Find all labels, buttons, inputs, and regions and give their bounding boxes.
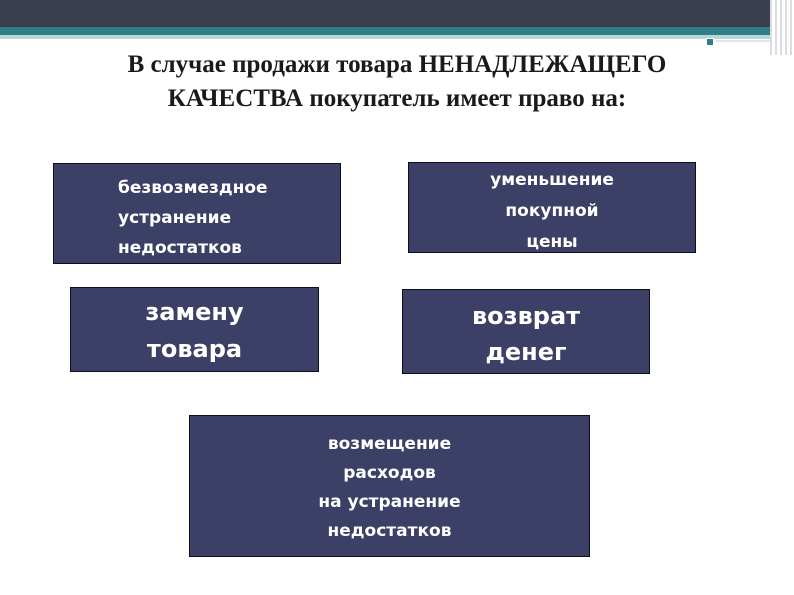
option-text-line: денег [485,338,567,366]
option-text-line: на устранение [318,492,461,512]
slide-title-line: В случае продажи товара НЕНАДЛЕЖАЩЕГО [127,51,667,78]
header-accent-stripe [0,27,794,35]
option-text-line: недостатков [327,521,452,541]
decorative-line [716,40,794,42]
slide-title-line: КАЧЕСТВА покупатель имеет право на: [167,85,627,112]
option-box-refund: возврат денег [402,289,650,374]
header-bar [0,0,794,27]
option-text-line: устранение [118,208,232,228]
option-text-line: уменьшение [490,170,614,190]
option-text-line: возмещение [327,434,452,454]
option-text-line: покупной [505,201,599,221]
option-text-line: недостатков [118,238,242,258]
option-text-line: цены [526,232,578,252]
option-text-line: возврат [471,302,581,330]
option-box-replacement: замену товара [70,287,319,372]
decorative-square [706,38,714,46]
option-text-line: безвозмездное [118,178,268,198]
option-box-free-repair: безвозмездное устранение недостатков [53,163,341,264]
header-light-stripe [0,35,794,39]
decorative-vertical-stripes [770,0,794,55]
option-text-line: товара [146,335,243,363]
option-text-line: замену [145,298,244,326]
option-text-line: расходов [343,463,436,483]
slide-title: В случае продажи товара НЕНАДЛЕЖАЩЕГО КА… [60,48,734,116]
option-box-price-reduction: уменьшение покупной цены [408,162,696,253]
option-box-expense-compensation: возмещение расходов на устранение недост… [189,415,590,557]
